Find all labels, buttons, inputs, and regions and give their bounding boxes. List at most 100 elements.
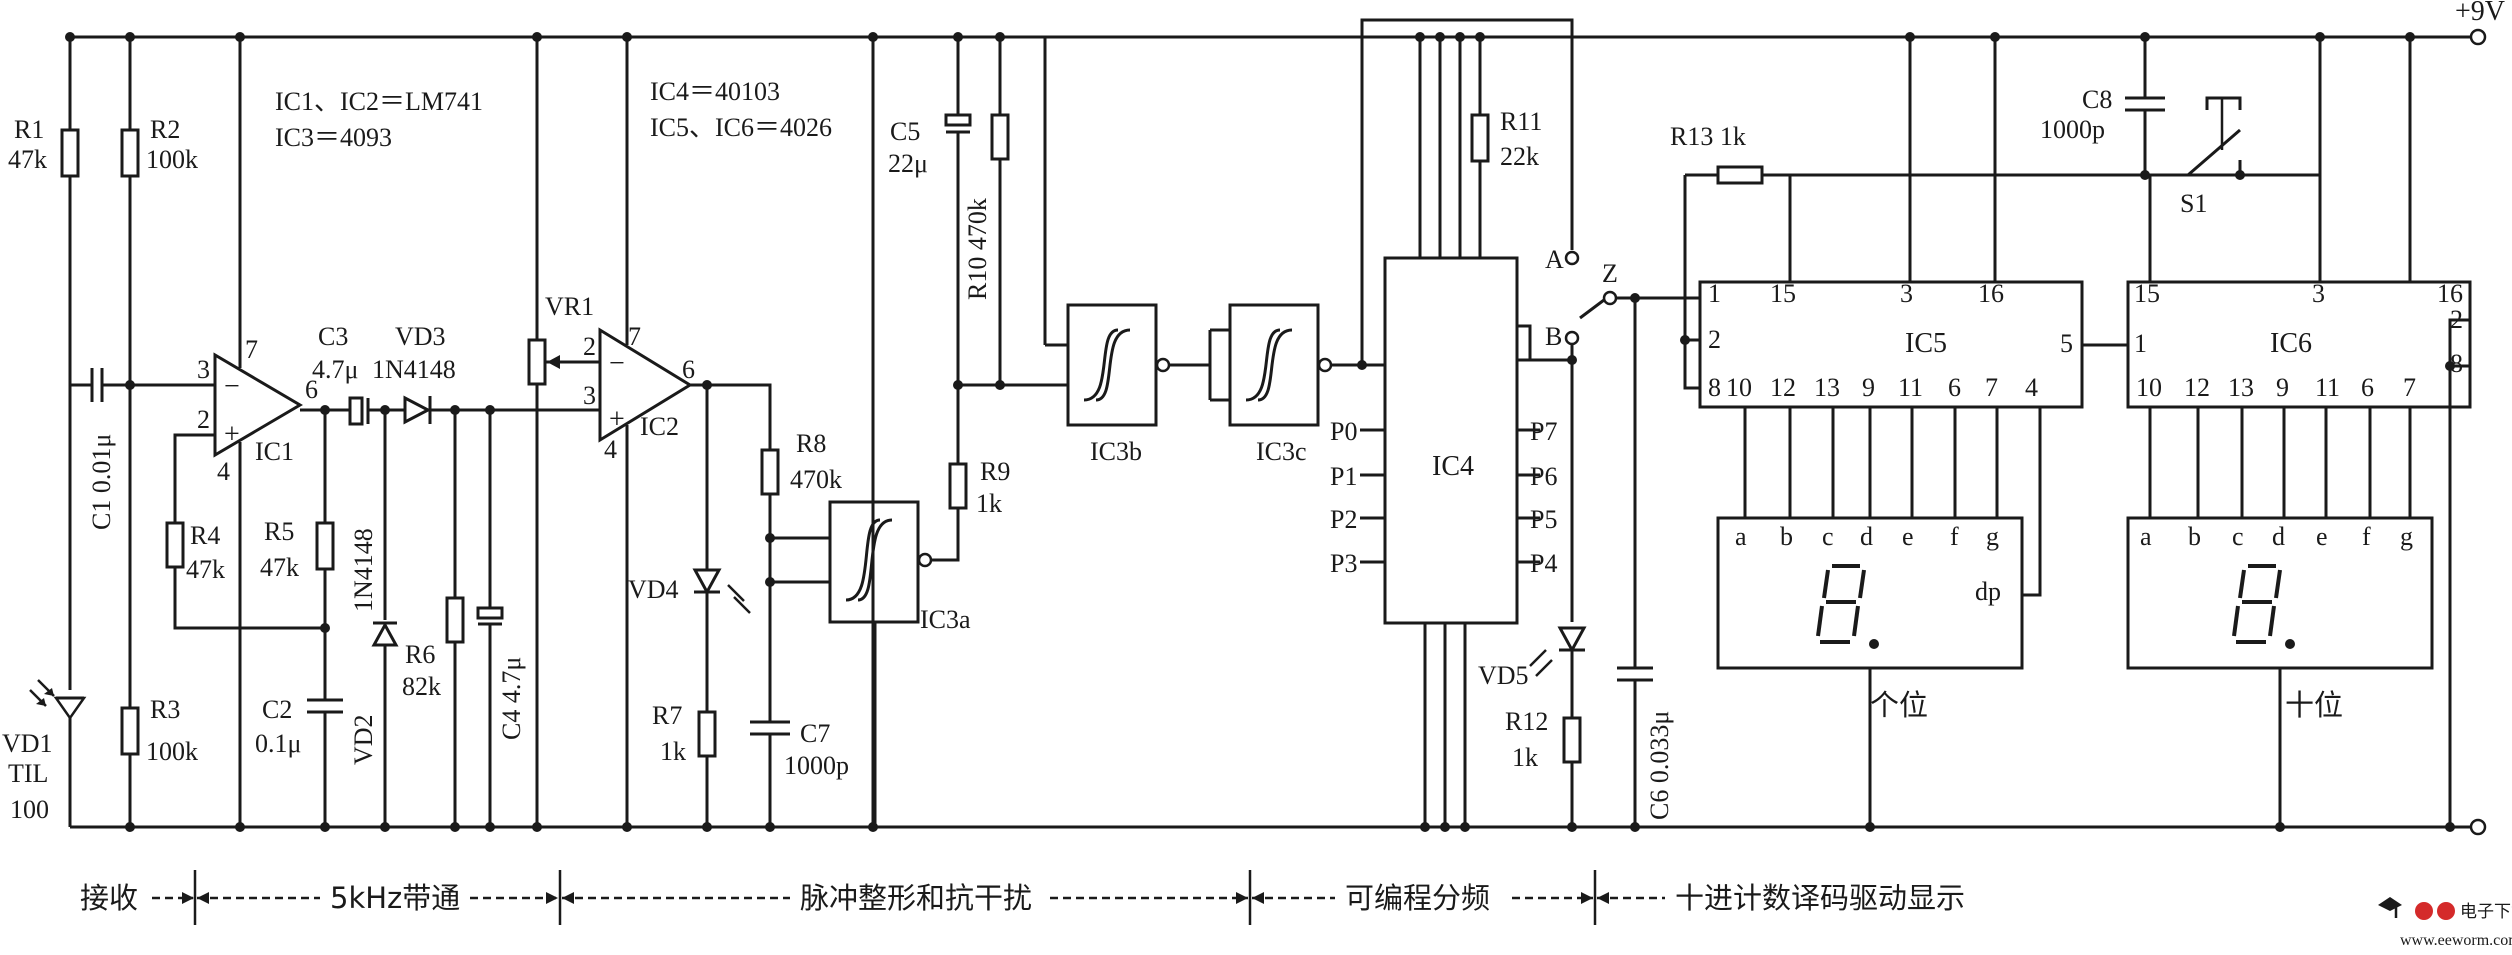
- power-rails: +9V: [70, 0, 2505, 836]
- svg-text:13: 13: [1814, 373, 1840, 402]
- r5-label: R5: [264, 517, 294, 546]
- svg-text:−: −: [609, 348, 625, 379]
- r2-label: R2: [150, 115, 180, 144]
- c2-value: 0.1μ: [255, 729, 301, 758]
- svg-text:d: d: [2272, 522, 2285, 551]
- vd4-led: [692, 568, 722, 596]
- vr1-label: VR1: [545, 292, 594, 321]
- ic4-pin-p7: P7: [1530, 417, 1557, 446]
- ic2-label: IC2: [640, 412, 679, 441]
- r3-label: R3: [150, 695, 180, 724]
- c5-label: C5: [890, 117, 920, 146]
- c8-label: C8: [2082, 85, 2112, 114]
- note-ic56: IC5、IC6＝4026: [650, 113, 832, 142]
- c5-capacitor: [944, 113, 972, 127]
- svg-text:b: b: [2188, 522, 2201, 551]
- svg-text:3: 3: [1900, 279, 1913, 308]
- svg-text:8: 8: [1708, 373, 1721, 402]
- vd2-label: VD2: [349, 714, 378, 765]
- ic4-pin-p2: P2: [1330, 505, 1357, 534]
- note-ic12: IC1、IC2＝LM741: [275, 87, 483, 116]
- vd3-diode: [403, 395, 432, 425]
- vd1-label: VD1: [2, 729, 53, 758]
- r8-value: 470k: [790, 465, 842, 494]
- r10-label: R10 470k: [963, 198, 992, 300]
- section-display: 十进计数译码驱动显示: [1675, 881, 1965, 915]
- section-shaping: 脉冲整形和抗干扰: [800, 881, 1032, 915]
- c1-label: C1 0.01μ: [87, 434, 116, 530]
- ic6-label: IC6: [2270, 328, 2312, 359]
- r8-label: R8: [796, 429, 826, 458]
- svg-text:+: +: [609, 404, 625, 435]
- c2-label: C2: [262, 695, 292, 724]
- svg-text:10: 10: [1726, 373, 1752, 402]
- svg-text:7: 7: [628, 322, 641, 351]
- svg-text:3: 3: [583, 381, 596, 410]
- r7-resistor: [697, 710, 717, 758]
- ic4-pin-p6: P6: [1530, 462, 1557, 491]
- ic3a-schmitt: IC3a: [828, 500, 971, 634]
- svg-text:9: 9: [2276, 373, 2289, 402]
- svg-text:7: 7: [1985, 373, 1998, 402]
- svg-text:7: 7: [245, 335, 258, 364]
- svg-text:12: 12: [1770, 373, 1796, 402]
- s1-label: S1: [2180, 189, 2207, 218]
- ic3c-schmitt: IC3c: [1210, 303, 1333, 466]
- r10-resistor: [990, 113, 1010, 161]
- ic3a-label: IC3a: [920, 605, 971, 634]
- svg-text:f: f: [2362, 522, 2371, 551]
- digit-tens-label: 十位: [2285, 688, 2343, 722]
- r11-resistor: [1470, 113, 1490, 163]
- r9-resistor: [948, 462, 968, 510]
- seven-segment-ones: [1816, 564, 1879, 649]
- r6-label: R6: [405, 640, 435, 669]
- r6-resistor: [445, 596, 465, 644]
- r3-value: 100k: [146, 737, 198, 766]
- supply-label: +9V: [2455, 0, 2505, 27]
- r4-label: R4: [190, 521, 220, 550]
- svg-text:11: 11: [2315, 373, 2340, 402]
- switch-a: A: [1545, 245, 1564, 274]
- vd1-photodiode: [29, 679, 87, 827]
- vr1-potentiometer: [527, 338, 547, 386]
- s1-switch: S1: [2180, 96, 2242, 218]
- svg-text:6: 6: [682, 355, 695, 384]
- svg-text:−: −: [224, 371, 240, 402]
- svg-text:d: d: [1860, 522, 1873, 551]
- r9-label: R9: [980, 457, 1010, 486]
- switch-b: B: [1545, 322, 1562, 351]
- vd2-type: 1N4148: [349, 528, 378, 612]
- svg-text:4: 4: [604, 435, 617, 464]
- r12-resistor: [1562, 716, 1582, 764]
- ic4-label: IC4: [1432, 451, 1474, 482]
- switch-z: Z: [1602, 259, 1618, 288]
- svg-text:a: a: [1735, 522, 1747, 551]
- r4-value: 47k: [186, 555, 225, 584]
- watermark-title: 电子下载站: [2460, 902, 2512, 922]
- svg-text:15: 15: [2134, 279, 2160, 308]
- ic3b-schmitt: IC3b: [1066, 303, 1171, 466]
- vd1-type: TIL: [8, 759, 48, 788]
- svg-text:+: +: [224, 419, 240, 450]
- svg-text:c: c: [1822, 522, 1834, 551]
- c7-label: C7: [800, 719, 830, 748]
- vd2-diode: [371, 621, 399, 647]
- svg-text:4: 4: [2025, 373, 2038, 402]
- svg-text:b: b: [1780, 522, 1793, 551]
- watermark-logo: 电子下载站 www.eeworm.com: [2378, 897, 2512, 949]
- r6-value: 82k: [402, 672, 441, 701]
- svg-text:1: 1: [1708, 279, 1721, 308]
- vd1-num: 100: [10, 795, 49, 824]
- svg-text:e: e: [1902, 522, 1914, 551]
- svg-text:8: 8: [2450, 349, 2463, 378]
- r7-label: R7: [652, 701, 682, 730]
- r4-resistor: [165, 521, 185, 569]
- c3-value: 4.7μ: [312, 355, 358, 384]
- svg-text:15: 15: [1770, 279, 1796, 308]
- c7-value: 1000p: [784, 751, 849, 780]
- svg-text:5: 5: [2060, 329, 2073, 358]
- ic4-pin-p5: P5: [1530, 505, 1557, 534]
- r9-value: 1k: [976, 489, 1002, 518]
- dp-label: dp: [1975, 577, 2001, 606]
- svg-text:f: f: [1950, 522, 1959, 551]
